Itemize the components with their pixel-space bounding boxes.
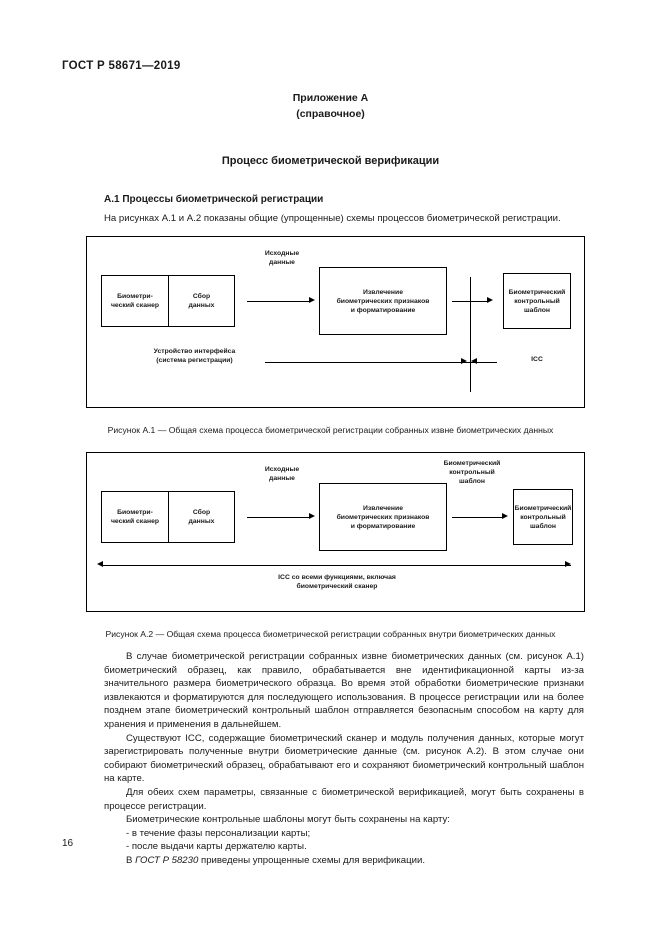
body-paragraphs: В случае биометрической регистрации собр…	[104, 650, 584, 868]
fig2-span-head-left	[97, 561, 103, 567]
fig2-arrow-raw-data-line	[247, 517, 310, 518]
fig1-box-biometric-scanner: Биометри-ческий сканер	[101, 275, 168, 327]
fig2-span-head-right	[565, 561, 571, 567]
body-p5-standard-ref: ГОСТ Р 58230	[135, 854, 199, 866]
body-paragraph-4: Биометрические контрольные шаблоны могут…	[126, 814, 450, 826]
fig1-label-interface-device: Устройство интерфейса(система регистраци…	[153, 348, 236, 364]
annex-main-heading: Процесс биометрической верификации	[221, 155, 440, 167]
fig1-arrow-raw-data-line	[247, 301, 310, 302]
body-bullet-1: - в течение фазы персонализации карты;	[126, 827, 311, 839]
fig1-scanner-capture-divider	[168, 275, 169, 327]
annex-heading-block: Приложение А (справочное)	[0, 90, 661, 122]
body-paragraph-2: Существуют ICC, содержащие биометрически…	[104, 732, 584, 785]
fig2-arrow-template-head	[502, 513, 508, 519]
figure-a2-caption: Рисунок А.2 — Общая схема процесса биоме…	[105, 629, 556, 639]
fig2-arrow-raw-data-head	[309, 513, 315, 519]
body-paragraph-3: Для обеих схем параметры, связанные с би…	[104, 786, 584, 812]
fig1-boundary-vertical-line	[470, 277, 471, 392]
annex-title: Приложение А	[292, 92, 369, 104]
body-bullet-2: - после выдачи карты держателю карты.	[126, 841, 307, 853]
fig1-label-icc: ICC	[531, 356, 543, 363]
section-heading-a1: А.1 Процессы биометрической регистрации	[104, 194, 324, 205]
body-paragraph-1: В случае биометрической регистрации собр…	[104, 651, 584, 730]
fig1-bidirectional-head-right	[461, 358, 467, 364]
fig2-box-biometric-scanner: Биометри-ческий сканер	[101, 491, 168, 543]
fig2-arrow-template-line	[452, 517, 504, 518]
section-intro-text: На рисунках А.1 и А.2 показаны общие (уп…	[104, 213, 561, 224]
fig1-bidirectional-line	[265, 362, 497, 363]
figure-a1-caption: Рисунок А.1 — Общая схема процесса биоме…	[107, 425, 554, 435]
fig1-arrow-raw-data-head	[309, 297, 315, 303]
body-p5-prefix: В	[126, 854, 136, 866]
fig1-bidirectional-head-left	[471, 358, 477, 364]
page-number: 16	[62, 838, 74, 849]
body-p5-suffix: приведены упрощенные схемы для верификац…	[198, 854, 425, 866]
fig1-arrow-template-head	[487, 297, 493, 303]
body-paragraph-5: В ГОСТ Р 58230 приведены упрощенные схем…	[104, 854, 584, 868]
fig2-scanner-capture-divider	[168, 491, 169, 543]
annex-subtitle: (справочное)	[296, 108, 365, 120]
document-standard-header: ГОСТ Р 58671—2019	[62, 60, 181, 72]
fig2-span-line	[101, 565, 571, 566]
